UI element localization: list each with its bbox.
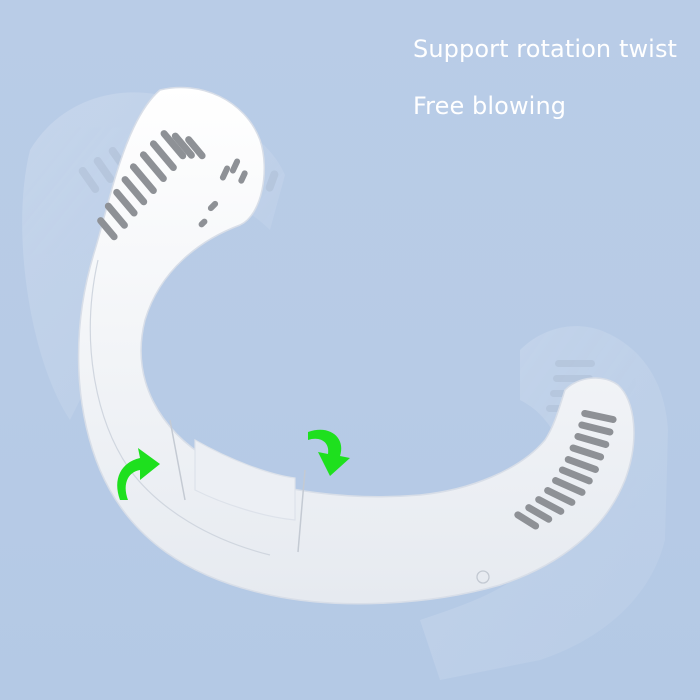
right-fan-vents xyxy=(514,409,617,530)
caption-support-rotation: Support rotation twist xyxy=(413,35,678,63)
rotate-arrow-left-icon xyxy=(117,448,160,500)
rotate-arrow-right-icon xyxy=(308,429,350,476)
caption-free-blowing: Free blowing xyxy=(413,92,567,120)
left-fan-vents xyxy=(97,130,248,241)
power-button-icon xyxy=(476,570,490,584)
